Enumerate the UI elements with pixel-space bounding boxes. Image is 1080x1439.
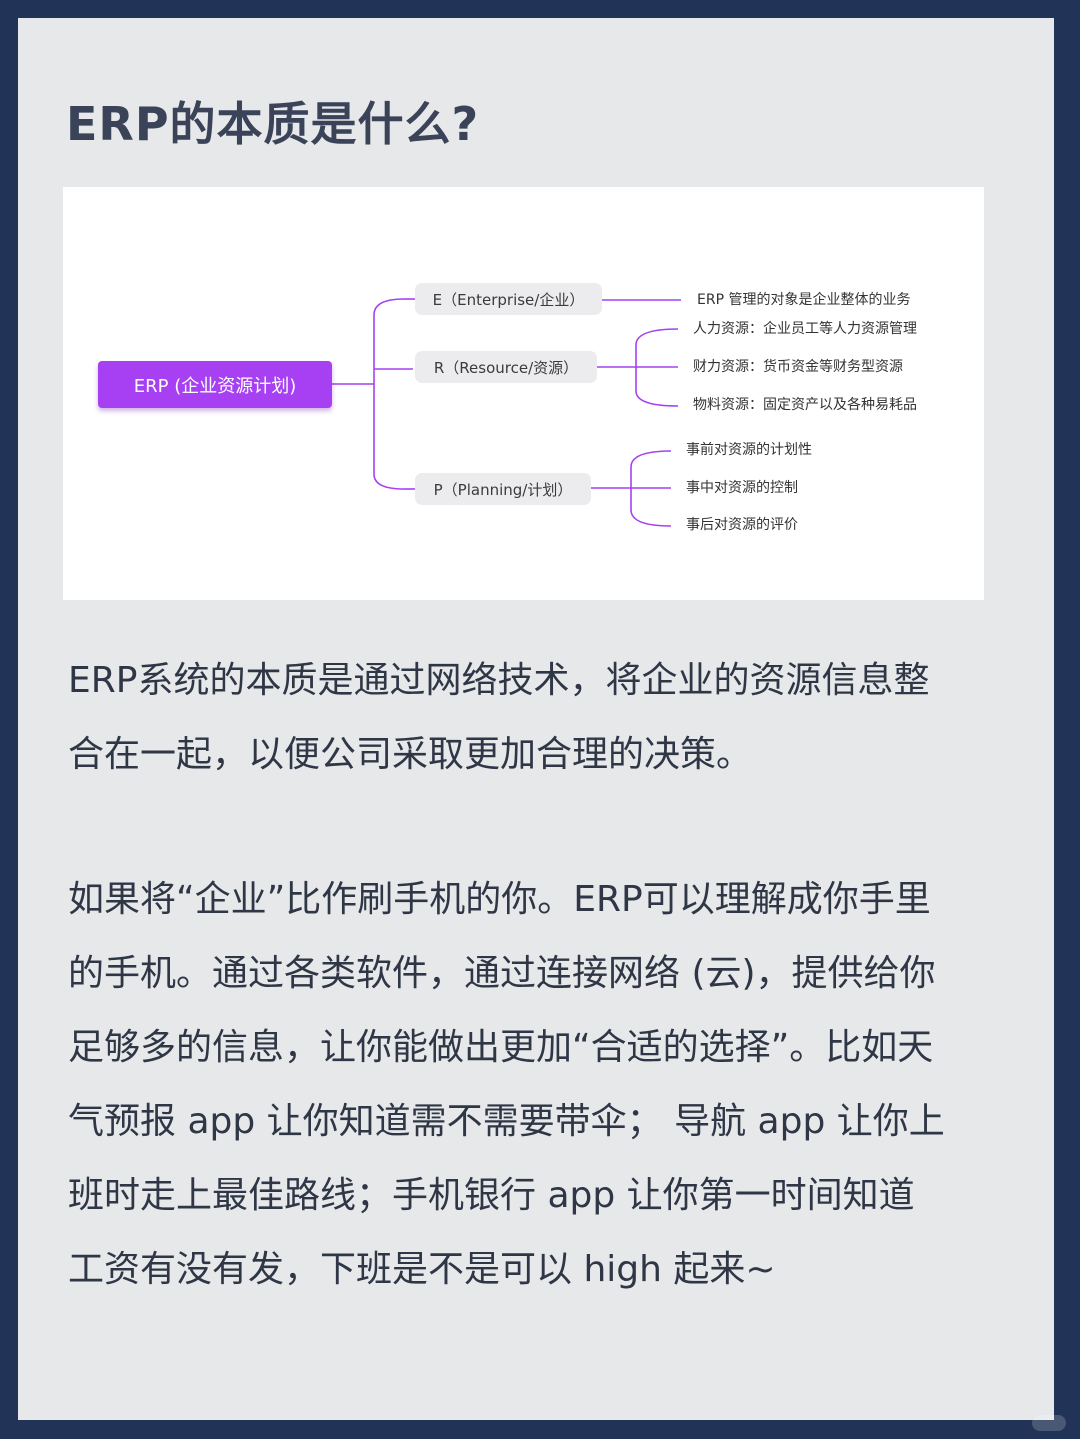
leaf-financial-resource: 财力资源：货币资金等财务型资源 [693,359,903,375]
leaf-plan-before: 事前对资源的计划性 [686,442,812,458]
branch-enterprise: E（Enterprise/企业） [415,283,602,315]
watermark-badge [1032,1415,1066,1431]
connector-r-bracket [635,328,679,407]
paragraph-analogy: 如果将“企业”比作刷手机的你。ERP可以理解成你手里 的手机。通过各类软件，通过… [68,863,1048,1307]
branch-resource: R（Resource/资源） [415,351,597,383]
leaf-plan-after: 事后对资源的评价 [686,517,798,533]
leaf-material-resource: 物料资源：固定资产以及各种易耗品 [693,397,917,413]
branch-planning: P（Planning/计划） [415,473,591,505]
connector-trunk-bracket [373,298,405,490]
paragraph-line: 合在一起，以便公司采取更加合理的决策。 [68,734,753,775]
page-title: ERP的本质是什么? [66,97,480,151]
paragraph-line: 的手机。通过各类软件，通过连接网络 (云)，提供给你 [68,953,936,994]
paragraph-line: 工资有没有发，下班是不是可以 high 起来~ [68,1249,776,1290]
mindmap-connectors [332,298,681,527]
paragraph-line: 班时走上最佳路线；手机银行 app 让你第一时间知道 [68,1175,915,1216]
paragraph-essence: ERP系统的本质是通过网络技术，将企业的资源信息整 合在一起，以便公司采取更加合… [68,644,1048,792]
leaf-enterprise-scope: ERP 管理的对象是企业整体的业务 [697,292,911,308]
paragraph-line: ERP系统的本质是通过网络技术，将企业的资源信息整 [68,660,930,701]
mindmap-diagram: ERP (企业资源计划) E（Enterprise/企业） R（Resource… [63,187,984,600]
leaf-human-resource: 人力资源：企业员工等人力资源管理 [693,321,917,337]
paragraph-line: 气预报 app 让你知道需不需要带伞； 导航 app 让你上 [68,1101,945,1142]
mindmap-root-node: ERP (企业资源计划) [98,361,332,408]
paragraph-line: 足够多的信息，让你能做出更加“合适的选择”。比如天 [68,1027,934,1068]
paragraph-line: 如果将“企业”比作刷手机的你。ERP可以理解成你手里 [68,879,931,920]
content-card: ERP的本质是什么? ERP [18,18,1054,1420]
leaf-plan-during: 事中对资源的控制 [686,480,798,496]
